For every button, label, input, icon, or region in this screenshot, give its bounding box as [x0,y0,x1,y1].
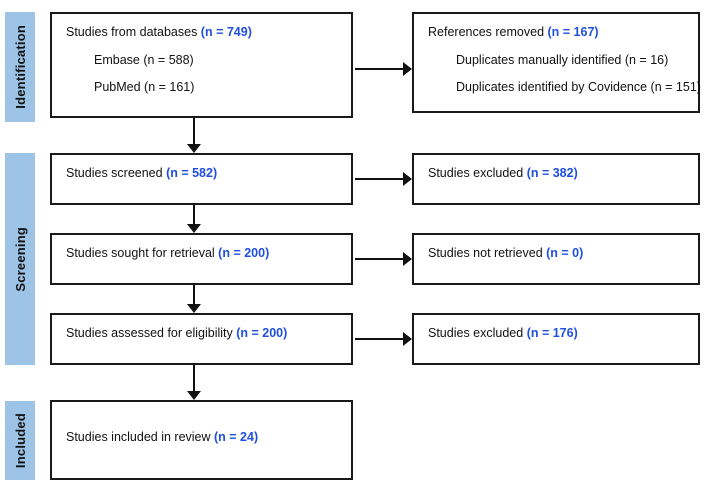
heading-count: (n = 749) [200,25,252,39]
box-subline: Embase (n = 588) [94,52,194,67]
stage-band-included: Included [5,401,35,480]
arrow-down-databases-to-screened [193,118,195,144]
box-studies-assessed-for-eligibility: Studies assessed for eligibility (n = 20… [50,313,353,365]
box-studies-included-in-review: Studies included in review (n = 24) [50,400,353,480]
box-heading: Studies screened (n = 582) [66,166,337,182]
arrow-head-right-icon [403,62,412,76]
heading-count: (n = 167) [547,25,599,39]
arrow-head-right-icon [403,332,412,346]
arrow-head-down-icon [187,391,201,400]
arrow-right-databases-to-removed [355,68,405,70]
heading-count: (n = 582) [166,166,218,180]
stage-band-identification: Identification [5,12,35,122]
stage-label-identification: Identification [12,25,28,109]
box-heading: Studies sought for retrieval (n = 200) [66,246,337,262]
arrow-down-screened-to-sought [193,205,195,224]
box-studies-excluded-screening: Studies excluded (n = 382) [412,153,700,205]
heading-text: Studies screened [66,166,167,180]
heading-count: (n = 200) [236,326,288,340]
arrow-right-assessed-to-excluded [355,338,405,340]
box-references-removed: References removed (n = 167) Duplicates … [412,12,701,113]
box-subline: Duplicates identified by Covidence (n = … [456,80,701,95]
heading-text: Studies assessed for eligibility [66,326,237,340]
stage-label-included: Included [12,412,28,469]
arrow-head-down-icon [187,304,201,313]
heading-text: Studies excluded [428,166,527,180]
box-subline: PubMed (n = 161) [94,80,195,95]
stage-label-screening: Screening [12,226,28,292]
heading-text: Studies sought for retrieval [66,246,219,260]
box-heading: References removed (n = 167) [428,25,684,41]
heading-count: (n = 200) [218,246,270,260]
arrow-head-down-icon [187,144,201,153]
arrow-right-sought-to-not-retrieved [355,258,405,260]
arrow-head-right-icon [403,252,412,266]
heading-text: Studies included in review [66,430,214,444]
box-studies-from-databases: Studies from databases (n = 749) Embase … [50,12,353,118]
box-studies-not-retrieved: Studies not retrieved (n = 0) [412,233,700,285]
heading-text: References removed [428,25,548,39]
heading-count: (n = 0) [546,246,584,260]
arrow-head-down-icon [187,224,201,233]
box-subline: Duplicates manually identified (n = 16) [456,52,669,67]
arrow-down-assessed-to-included [193,365,195,391]
stage-band-screening: Screening [5,153,35,365]
heading-text: Studies from databases [66,25,201,39]
heading-count: (n = 24) [214,430,259,444]
arrow-head-right-icon [403,172,412,186]
box-heading: Studies from databases (n = 749) [66,25,337,41]
arrow-right-screened-to-excluded [355,178,405,180]
box-studies-sought-for-retrieval: Studies sought for retrieval (n = 200) [50,233,353,285]
box-studies-excluded-eligibility: Studies excluded (n = 176) [412,313,700,365]
heading-count: (n = 382) [526,166,578,180]
heading-text: Studies not retrieved [428,246,547,260]
box-heading: Studies not retrieved (n = 0) [428,246,684,262]
box-heading: Studies included in review (n = 24) [66,430,337,446]
box-heading: Studies excluded (n = 176) [428,326,684,342]
box-heading: Studies excluded (n = 382) [428,166,684,182]
heading-text: Studies excluded [428,326,527,340]
box-heading: Studies assessed for eligibility (n = 20… [66,326,337,342]
box-studies-screened: Studies screened (n = 582) [50,153,353,205]
arrow-down-sought-to-assessed [193,285,195,304]
heading-count: (n = 176) [526,326,578,340]
